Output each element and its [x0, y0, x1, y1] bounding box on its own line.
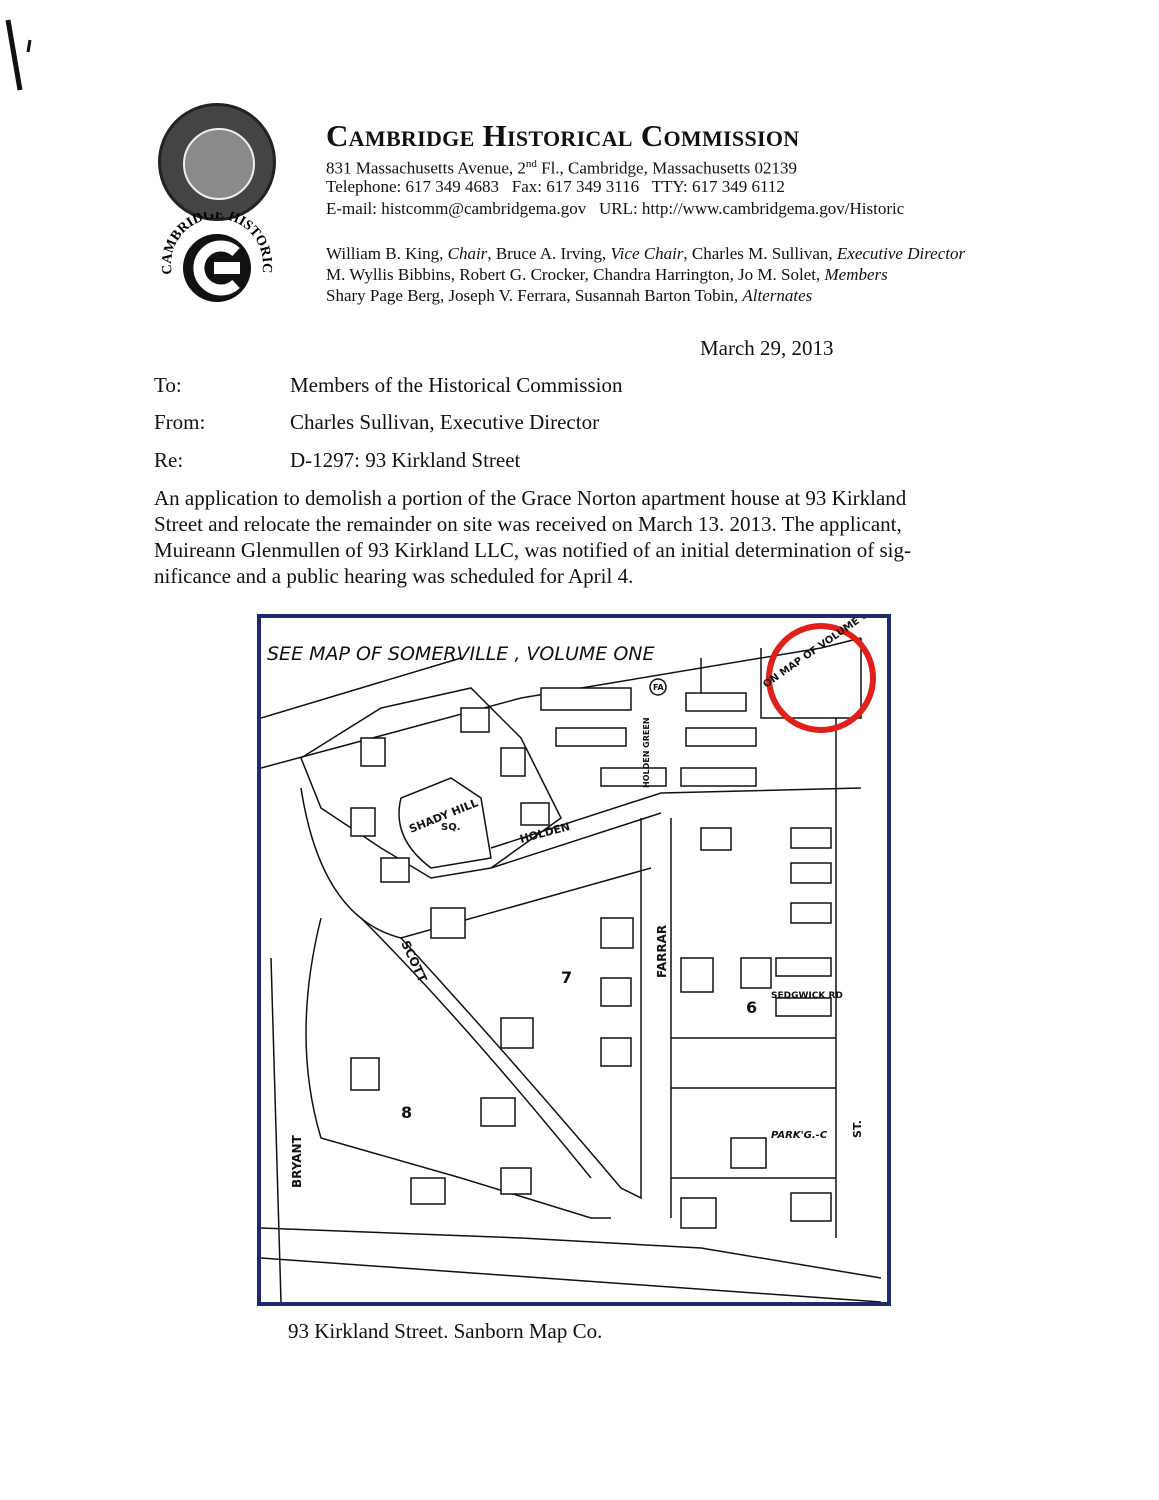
from-value: Charles Sullivan, Executive Director: [290, 410, 600, 434]
body-line: Street and relocate the remainder on sit…: [154, 512, 902, 536]
member-name: , Bruce A. Irving,: [487, 244, 611, 263]
phone-numbers: Telephone: 617 349 4683 Fax: 617 349 311…: [326, 177, 785, 196]
memo-re: Re: D-1297: 93 Kirkland Street: [154, 448, 520, 473]
re-label: Re:: [154, 448, 184, 472]
from-label: From:: [154, 410, 206, 434]
body-line: An application to demolish a portion of …: [154, 486, 907, 510]
commission-logo: CAMBRIDGE HISTORICAL COMMISSION: [158, 212, 274, 302]
commission-members: William B. King, Chair, Bruce A. Irving,…: [326, 243, 965, 306]
scan-marks: [5, 19, 32, 91]
map-header: SEE MAP OF SOMERVILLE , VOLUME ONE: [267, 643, 655, 665]
member-role: Vice Chair: [610, 244, 684, 263]
map-label: 6: [746, 998, 757, 1017]
alternate-role: Alternates: [742, 286, 813, 305]
map-label: 8: [401, 1103, 412, 1122]
body-line: nificance and a public hearing was sched…: [154, 564, 634, 588]
member-names: M. Wyllis Bibbins, Robert G. Crocker, Ch…: [326, 265, 825, 284]
memo-to: To: Members of the Historical Commission: [154, 373, 622, 398]
address-text-2: Fl., Cambridge, Massachusetts 02139: [536, 158, 798, 178]
address-text: 831 Massachusetts Avenue, 2: [326, 158, 526, 178]
map-label: FA: [653, 683, 665, 692]
memo-date: March 29, 2013: [700, 336, 834, 360]
alternate-names: Shary Page Berg, Joseph V. Ferrara, Susa…: [326, 286, 743, 305]
to-value: Members of the Historical Commission: [290, 373, 623, 397]
map-label: BRYANT: [290, 1134, 304, 1188]
map-label: SEDGWICK RD: [771, 991, 843, 1001]
address: 831 Massachusetts Avenue, 2nd Fl., Cambr…: [326, 153, 797, 180]
member-name: William B. King,: [326, 244, 448, 263]
member-name: , Charles M. Sullivan,: [683, 244, 837, 263]
body-paragraph: An application to demolish a portion of …: [154, 485, 984, 589]
city-seal: [158, 103, 276, 221]
organization-title: Cambridge Historical Commission: [326, 118, 800, 153]
body-line: Muireann Glenmullen of 93 Kirkland LLC, …: [154, 538, 911, 562]
map-label: SQ.: [441, 822, 461, 833]
to-label: To:: [154, 373, 182, 397]
highlight-circle: [766, 623, 876, 733]
map-label: PARK'G.-C: [771, 1130, 828, 1141]
map-label: FARRAR: [655, 925, 669, 978]
contact-info: E-mail: histcomm@cambridgema.gov URL: ht…: [326, 199, 905, 218]
re-value: D-1297: 93 Kirkland Street: [290, 448, 521, 472]
member-role: Chair: [447, 244, 488, 263]
address-sup: nd: [525, 158, 537, 170]
map-label: ST.: [851, 1120, 864, 1138]
map-label: HOLDEN GREEN: [642, 717, 651, 788]
member-role: Members: [824, 265, 888, 284]
map-caption: 93 Kirkland Street. Sanborn Map Co.: [288, 1319, 603, 1343]
sanborn-map: SEE MAP OF SOMERVILLE , VOLUME ONE: [257, 600, 891, 1306]
map-label: 7: [561, 968, 572, 987]
memo-from: From: Charles Sullivan, Executive Directo…: [154, 410, 599, 435]
member-role: Executive Director: [836, 244, 966, 263]
